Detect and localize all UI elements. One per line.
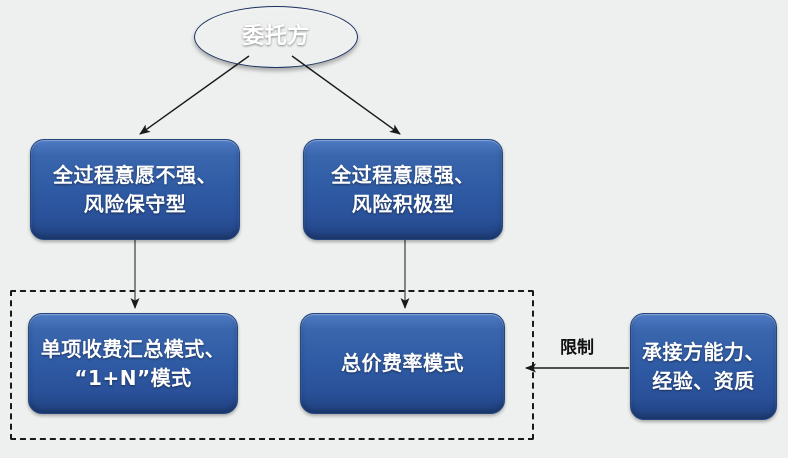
node-itemized-mode[interactable]: 单项收费汇总模式、 “1+N”模式	[28, 313, 238, 414]
node-itemized-mode-label: 单项收费汇总模式、 “1+N”模式	[40, 336, 226, 390]
edge-label-constraint: 限制	[560, 338, 594, 358]
node-client-label: 委托方	[242, 24, 310, 50]
edge-client-to-strong-aggressive	[291, 55, 401, 135]
node-strong-aggressive[interactable]: 全过程意愿强、 风险积极型	[303, 139, 503, 240]
node-strong-aggressive-label: 全过程意愿强、 风险积极型	[331, 162, 475, 216]
node-lump-sum-rate-mode[interactable]: 总价费率模式	[300, 313, 505, 414]
node-weak-conservative[interactable]: 全过程意愿不强、 风险保守型	[30, 139, 240, 240]
node-client[interactable]: 委托方	[194, 6, 358, 68]
node-contractor-capability-label: 承接方能力、 经验、资质	[642, 339, 765, 393]
edge-client-to-weak-conservative	[139, 55, 250, 135]
node-contractor-capability[interactable]: 承接方能力、 经验、资质	[630, 313, 777, 420]
node-lump-sum-rate-mode-label: 总价费率模式	[341, 351, 464, 375]
node-weak-conservative-label: 全过程意愿不强、 风险保守型	[53, 162, 217, 216]
